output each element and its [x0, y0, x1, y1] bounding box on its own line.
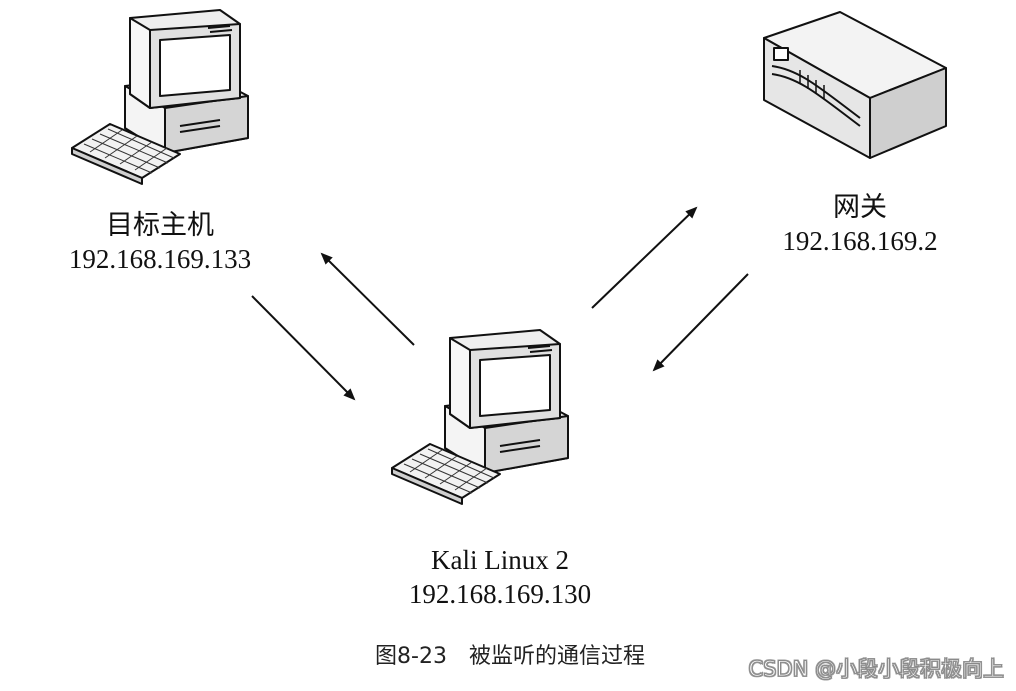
figure-title: 被监听的通信过程: [468, 644, 645, 669]
kali-name: Kali Linux 2: [431, 545, 569, 575]
target-host-name: 目标主机: [106, 210, 214, 240]
kali-label: Kali Linux 2 192.168.169.130: [355, 543, 645, 611]
figure-number: 图8-23: [375, 644, 447, 669]
arrow-gateway-to-kali: [652, 273, 749, 372]
target-host-ip: 192.168.169.133: [68, 244, 252, 274]
arrow-target-to-kali: [251, 295, 356, 401]
gateway-ip: 192.168.169.2: [782, 226, 938, 256]
arrow-kali-to-gateway: [591, 206, 698, 309]
target-host-label: 目标主机 192.168.169.133: [40, 208, 280, 276]
target-computer-icon: [71, 9, 249, 185]
csdn-watermark: CSDN @小段小段积极向上: [748, 657, 1005, 682]
gateway-name: 网关: [833, 192, 887, 222]
figure-caption: 图8-23 被监听的通信过程: [300, 638, 720, 670]
kali-computer-icon: [391, 329, 569, 505]
kali-ip: 192.168.169.130: [408, 579, 592, 609]
gateway-router-icon: [763, 11, 947, 159]
gateway-label: 网关 192.168.169.2: [740, 190, 980, 258]
arrow-kali-to-target: [320, 252, 415, 346]
